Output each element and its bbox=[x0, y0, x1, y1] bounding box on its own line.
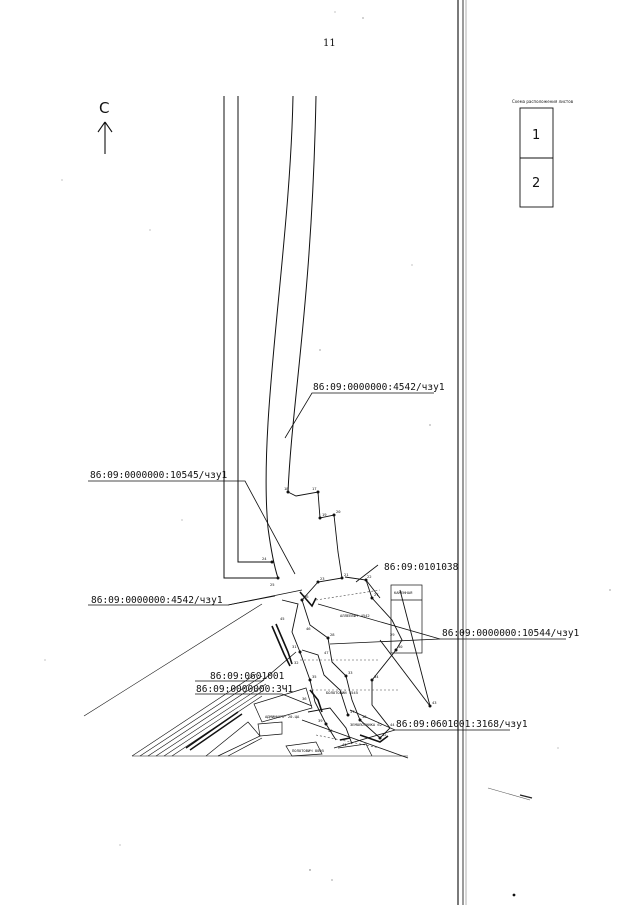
point-number: 43 bbox=[432, 700, 437, 705]
point-number: 32 bbox=[294, 660, 299, 665]
page-edge-lines bbox=[457, 0, 533, 905]
point-number: 46 bbox=[306, 626, 311, 631]
sheet-index-map: Схема расположения листов 1 2 bbox=[512, 99, 574, 208]
parcel-label-0601001: 86:09:0601001 bbox=[210, 671, 285, 682]
point-number: 27 bbox=[374, 592, 379, 597]
point-number: 20 bbox=[336, 509, 341, 514]
parcel-label-3ch1: 86:09:0000000:3Ч1 bbox=[196, 684, 294, 695]
point-number: 39 bbox=[318, 718, 323, 723]
small-label: АДМИНИСТР 20-ЦА bbox=[265, 714, 300, 719]
parcel-labels: 86:09:0000000:4542/чзу1 86:09:0000000:10… bbox=[90, 382, 580, 730]
point-number: 45 bbox=[280, 616, 285, 621]
point-number: 18 bbox=[284, 486, 289, 491]
point-number: 34 bbox=[374, 674, 379, 679]
point-number: 40 bbox=[328, 728, 333, 733]
road-corridor bbox=[223, 95, 317, 579]
small-label: БОЛОТОВИЙ 4545 bbox=[326, 690, 358, 695]
north-letter: С bbox=[99, 99, 109, 117]
page-number: 11 bbox=[323, 38, 336, 49]
index-map-title: Схема расположения листов bbox=[512, 99, 574, 104]
small-label: ЗЕМОЛОТНИКА 62 bbox=[350, 722, 382, 727]
point-number: 36 bbox=[302, 696, 307, 701]
parcel-label-10544: 86:09:0000000:10544/чзу1 bbox=[442, 628, 580, 639]
street-hatching bbox=[83, 603, 408, 757]
point-number: 25 bbox=[270, 582, 275, 587]
point-number: 33 bbox=[348, 670, 353, 675]
point-number: 28 bbox=[330, 632, 335, 637]
parcel-leaders bbox=[88, 392, 566, 749]
point-number: 31 bbox=[292, 644, 297, 649]
survey-points bbox=[270, 490, 432, 740]
scan-noise bbox=[44, 11, 611, 897]
small-map-labels: КАМЕННАЯ АЛЛЕЕВИЧ 4542 БОЛОТОВИЙ 4545 АД… bbox=[265, 590, 413, 753]
parcel-label-4542-upper: 86:09:0000000:4542/чзу1 bbox=[313, 382, 445, 393]
point-number: 17 bbox=[312, 486, 317, 491]
north-arrow-icon: С bbox=[97, 99, 113, 154]
point-number: 37 bbox=[350, 709, 355, 714]
point-number: 44 bbox=[390, 722, 395, 727]
point-number: 22 bbox=[367, 574, 372, 579]
point-number: 26 bbox=[304, 594, 309, 599]
dashed-boundaries bbox=[300, 589, 400, 749]
small-label: ПОЛОТОВИЧ 8005 bbox=[292, 748, 324, 753]
parcel-label-10545: 86:09:0000000:10545/чзу1 bbox=[90, 470, 228, 481]
small-label: КАМЕННАЯ bbox=[394, 590, 413, 595]
point-number: 21 bbox=[344, 572, 349, 577]
point-number: 42 bbox=[382, 732, 387, 737]
point-number: 24 bbox=[262, 556, 267, 561]
point-number-labels: 17 18 19 20 21 22 23 24 25 26 27 28 29 3… bbox=[262, 486, 437, 747]
parcel-label-4542-lower: 86:09:0000000:4542/чзу1 bbox=[91, 595, 223, 606]
sheet-1-label: 1 bbox=[532, 128, 540, 143]
point-number: 19 bbox=[322, 512, 327, 517]
sheet-2-label: 2 bbox=[532, 176, 540, 191]
point-number: 30 bbox=[398, 644, 403, 649]
building-outlines bbox=[205, 584, 423, 757]
small-label: АЛЛЕЕВИЧ 4542 bbox=[340, 613, 370, 618]
parcel-label-3168: 86:09:0601001:3168/чзу1 bbox=[396, 719, 528, 730]
point-number: 35 bbox=[312, 674, 317, 679]
point-number: 23 bbox=[320, 576, 325, 581]
parcel-label-0101038: 86:09:0101038 bbox=[384, 562, 459, 573]
point-number: 29 bbox=[390, 632, 395, 637]
point-number: 47 bbox=[324, 650, 329, 655]
